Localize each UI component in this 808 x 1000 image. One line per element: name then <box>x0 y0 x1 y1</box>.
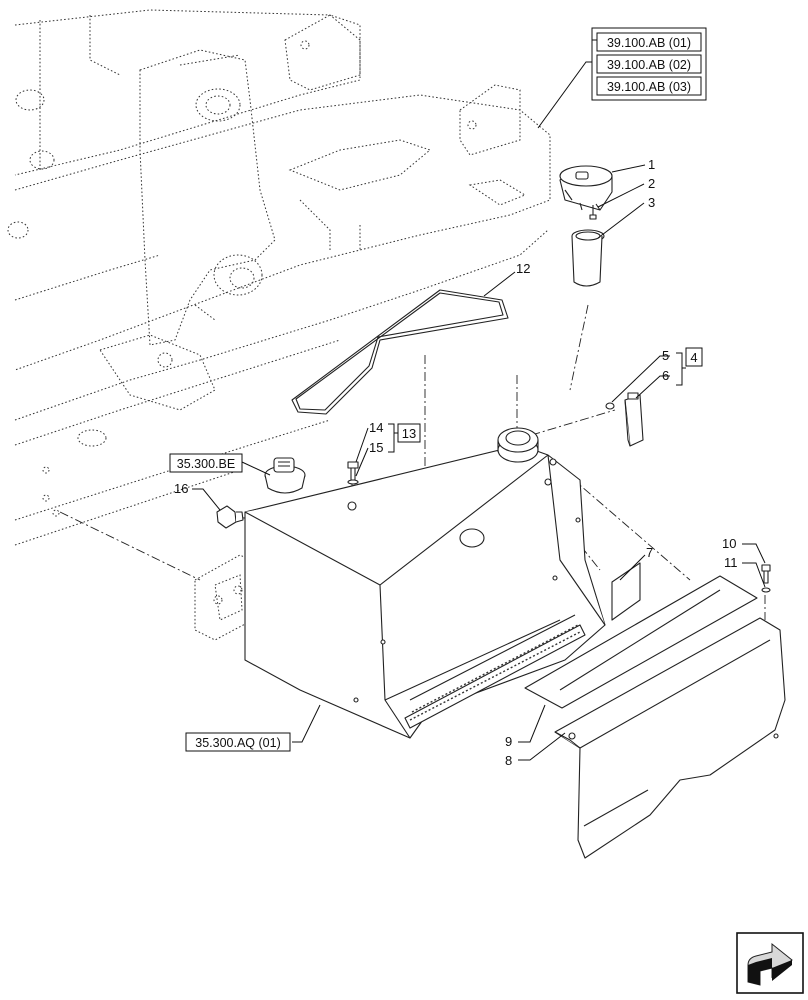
callout-9: 9 <box>505 734 512 749</box>
callout-7: 7 <box>646 545 653 560</box>
step-plate <box>524 575 758 709</box>
callout-6: 6 <box>662 368 669 383</box>
drain-plug <box>216 505 244 529</box>
filler-tube <box>571 229 605 287</box>
decal-label <box>611 562 641 621</box>
callout-14: 14 <box>369 420 383 435</box>
callout-1: 1 <box>648 157 655 172</box>
fuel-tank <box>244 427 606 739</box>
callout-10: 10 <box>722 536 736 551</box>
ref-box-39-100-ab-03[interactable]: 39.100.AB (03) <box>596 76 702 96</box>
leader-lines <box>192 39 766 761</box>
ref-box-35-300-be[interactable]: 35.300.BE <box>169 453 243 473</box>
ref-35-300-be-label: 35.300.BE <box>177 457 235 471</box>
callout-12: 12 <box>516 261 530 276</box>
callout-2: 2 <box>648 176 655 191</box>
ref-39-100-ab-03-label: 39.100.AB (03) <box>607 80 691 94</box>
gasket-pad <box>291 289 509 415</box>
tank-sender-cap <box>264 457 306 494</box>
callout-8: 8 <box>505 753 512 768</box>
callout-11: 11 <box>724 555 738 570</box>
ref-39-100-ab-01-label: 39.100.AB (01) <box>607 36 691 50</box>
next-page-arrow-icon[interactable] <box>736 932 804 994</box>
chassis-frame <box>7 9 551 546</box>
ref-box-35-300-aq-01[interactable]: 35.300.AQ (01) <box>185 732 291 752</box>
ref-39-100-ab-02-label: 39.100.AB (02) <box>607 58 691 72</box>
ref-35-300-aq-01-label: 35.300.AQ (01) <box>195 736 280 750</box>
callout-13: 13 <box>402 426 416 441</box>
step-grating-holes <box>409 624 581 721</box>
ref-group-frame <box>591 27 707 101</box>
callout-box-13: 13 <box>397 423 421 443</box>
callout-15: 15 <box>369 440 383 455</box>
fuel-level-sender <box>605 392 644 447</box>
callout-16: 16 <box>174 481 188 496</box>
step-bolt <box>761 564 771 593</box>
callout-5: 5 <box>662 348 669 363</box>
cap-screw <box>589 205 597 220</box>
bolt-and-washer <box>347 461 359 485</box>
filler-cap <box>559 165 613 211</box>
ref-box-39-100-ab-01[interactable]: 39.100.AB (01) <box>596 32 702 52</box>
callout-4: 4 <box>690 350 697 365</box>
callout-3: 3 <box>648 195 655 210</box>
ref-box-39-100-ab-02[interactable]: 39.100.AB (02) <box>596 54 702 74</box>
callout-box-4: 4 <box>685 347 703 367</box>
